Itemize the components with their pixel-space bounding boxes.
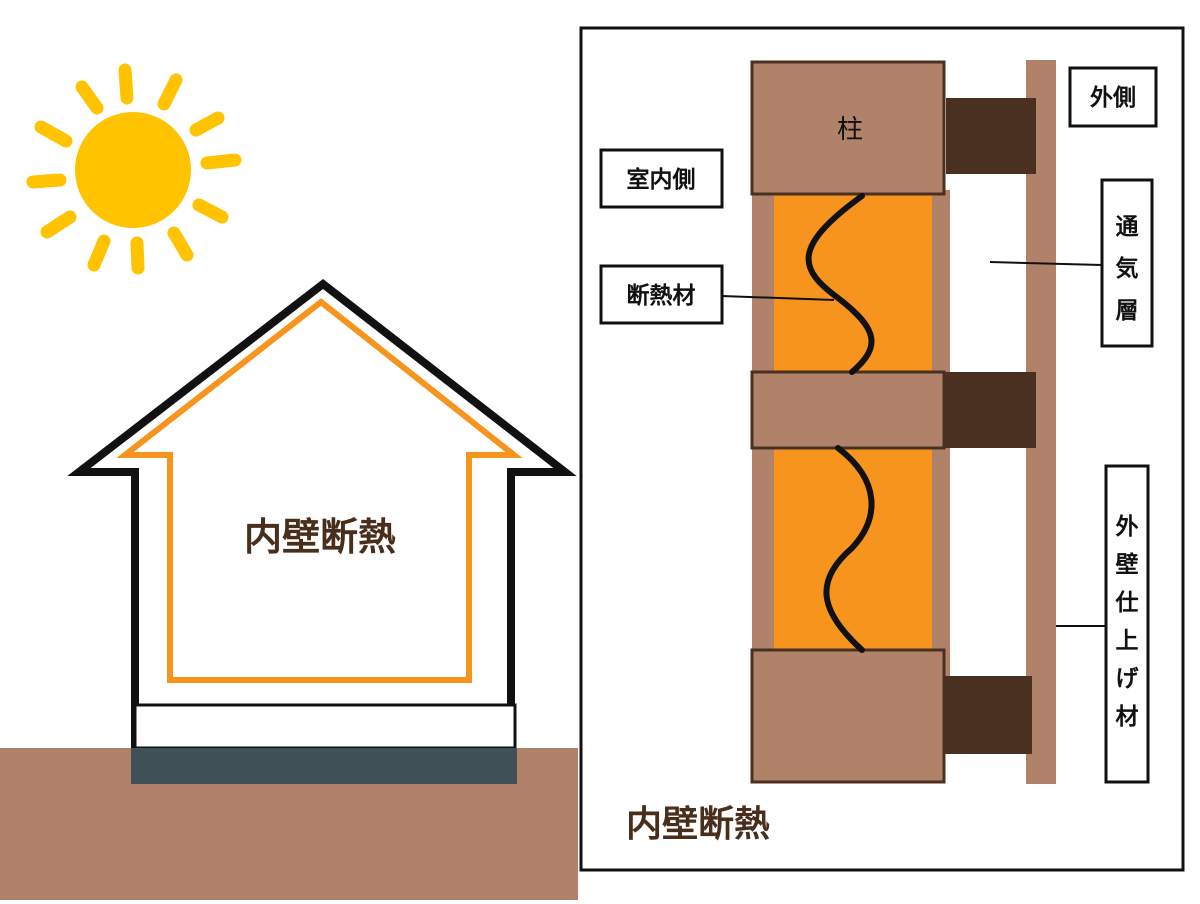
foundation-slab: [131, 748, 517, 784]
ventilation-char-3: 層: [1116, 298, 1139, 324]
interior-board: [752, 190, 774, 750]
wall-section-title: 内壁断熱: [626, 804, 770, 845]
exterior-side-label: 外側: [1068, 66, 1158, 128]
insulation-label: 断熱材: [599, 264, 724, 325]
exterior-finish-label: 外 壁 仕 上 げ 材: [1104, 464, 1150, 784]
exterior-side-text: 外側: [1090, 84, 1136, 111]
ventilation-layer-label: 通 気 層: [1100, 178, 1154, 348]
interior-side-text: 室内側: [627, 166, 696, 193]
furring-strip-middle: [942, 372, 1036, 448]
pillar-label: 柱: [837, 115, 863, 145]
insulation-wave-top: [805, 193, 875, 375]
finish-char-1: 外: [1116, 513, 1139, 540]
house-insulation-line: [116, 298, 523, 683]
finish-char-2: 壁: [1116, 551, 1139, 578]
foundation-frame: [133, 703, 517, 750]
furring-strip-bottom: [942, 676, 1032, 754]
sun-icon: [26, 63, 242, 275]
pillar-top: [750, 60, 946, 196]
pillar-middle: [750, 370, 946, 450]
sheathing-board: [932, 190, 950, 750]
ventilation-char-1: 通: [1116, 214, 1139, 240]
furring-strip-top: [946, 98, 1036, 174]
pillar-bottom: [750, 648, 946, 784]
house-icon: 内壁断熱: [67, 278, 577, 784]
insulation-text: 断熱材: [627, 282, 696, 309]
insulation-wave-bottom: [823, 445, 875, 653]
ventilation-char-2: 気: [1116, 255, 1139, 282]
finish-char-6: 材: [1116, 704, 1139, 730]
house-title: 内壁断熱: [244, 515, 396, 559]
finish-char-5: げ: [1116, 666, 1140, 692]
insulation-leader-line: [721, 295, 835, 301]
finish-char-4: 上: [1116, 628, 1139, 654]
finish-char-3: 仕: [1115, 589, 1139, 616]
interior-side-label: 室内側: [599, 148, 724, 209]
ventilation-leader-line: [989, 261, 1103, 266]
